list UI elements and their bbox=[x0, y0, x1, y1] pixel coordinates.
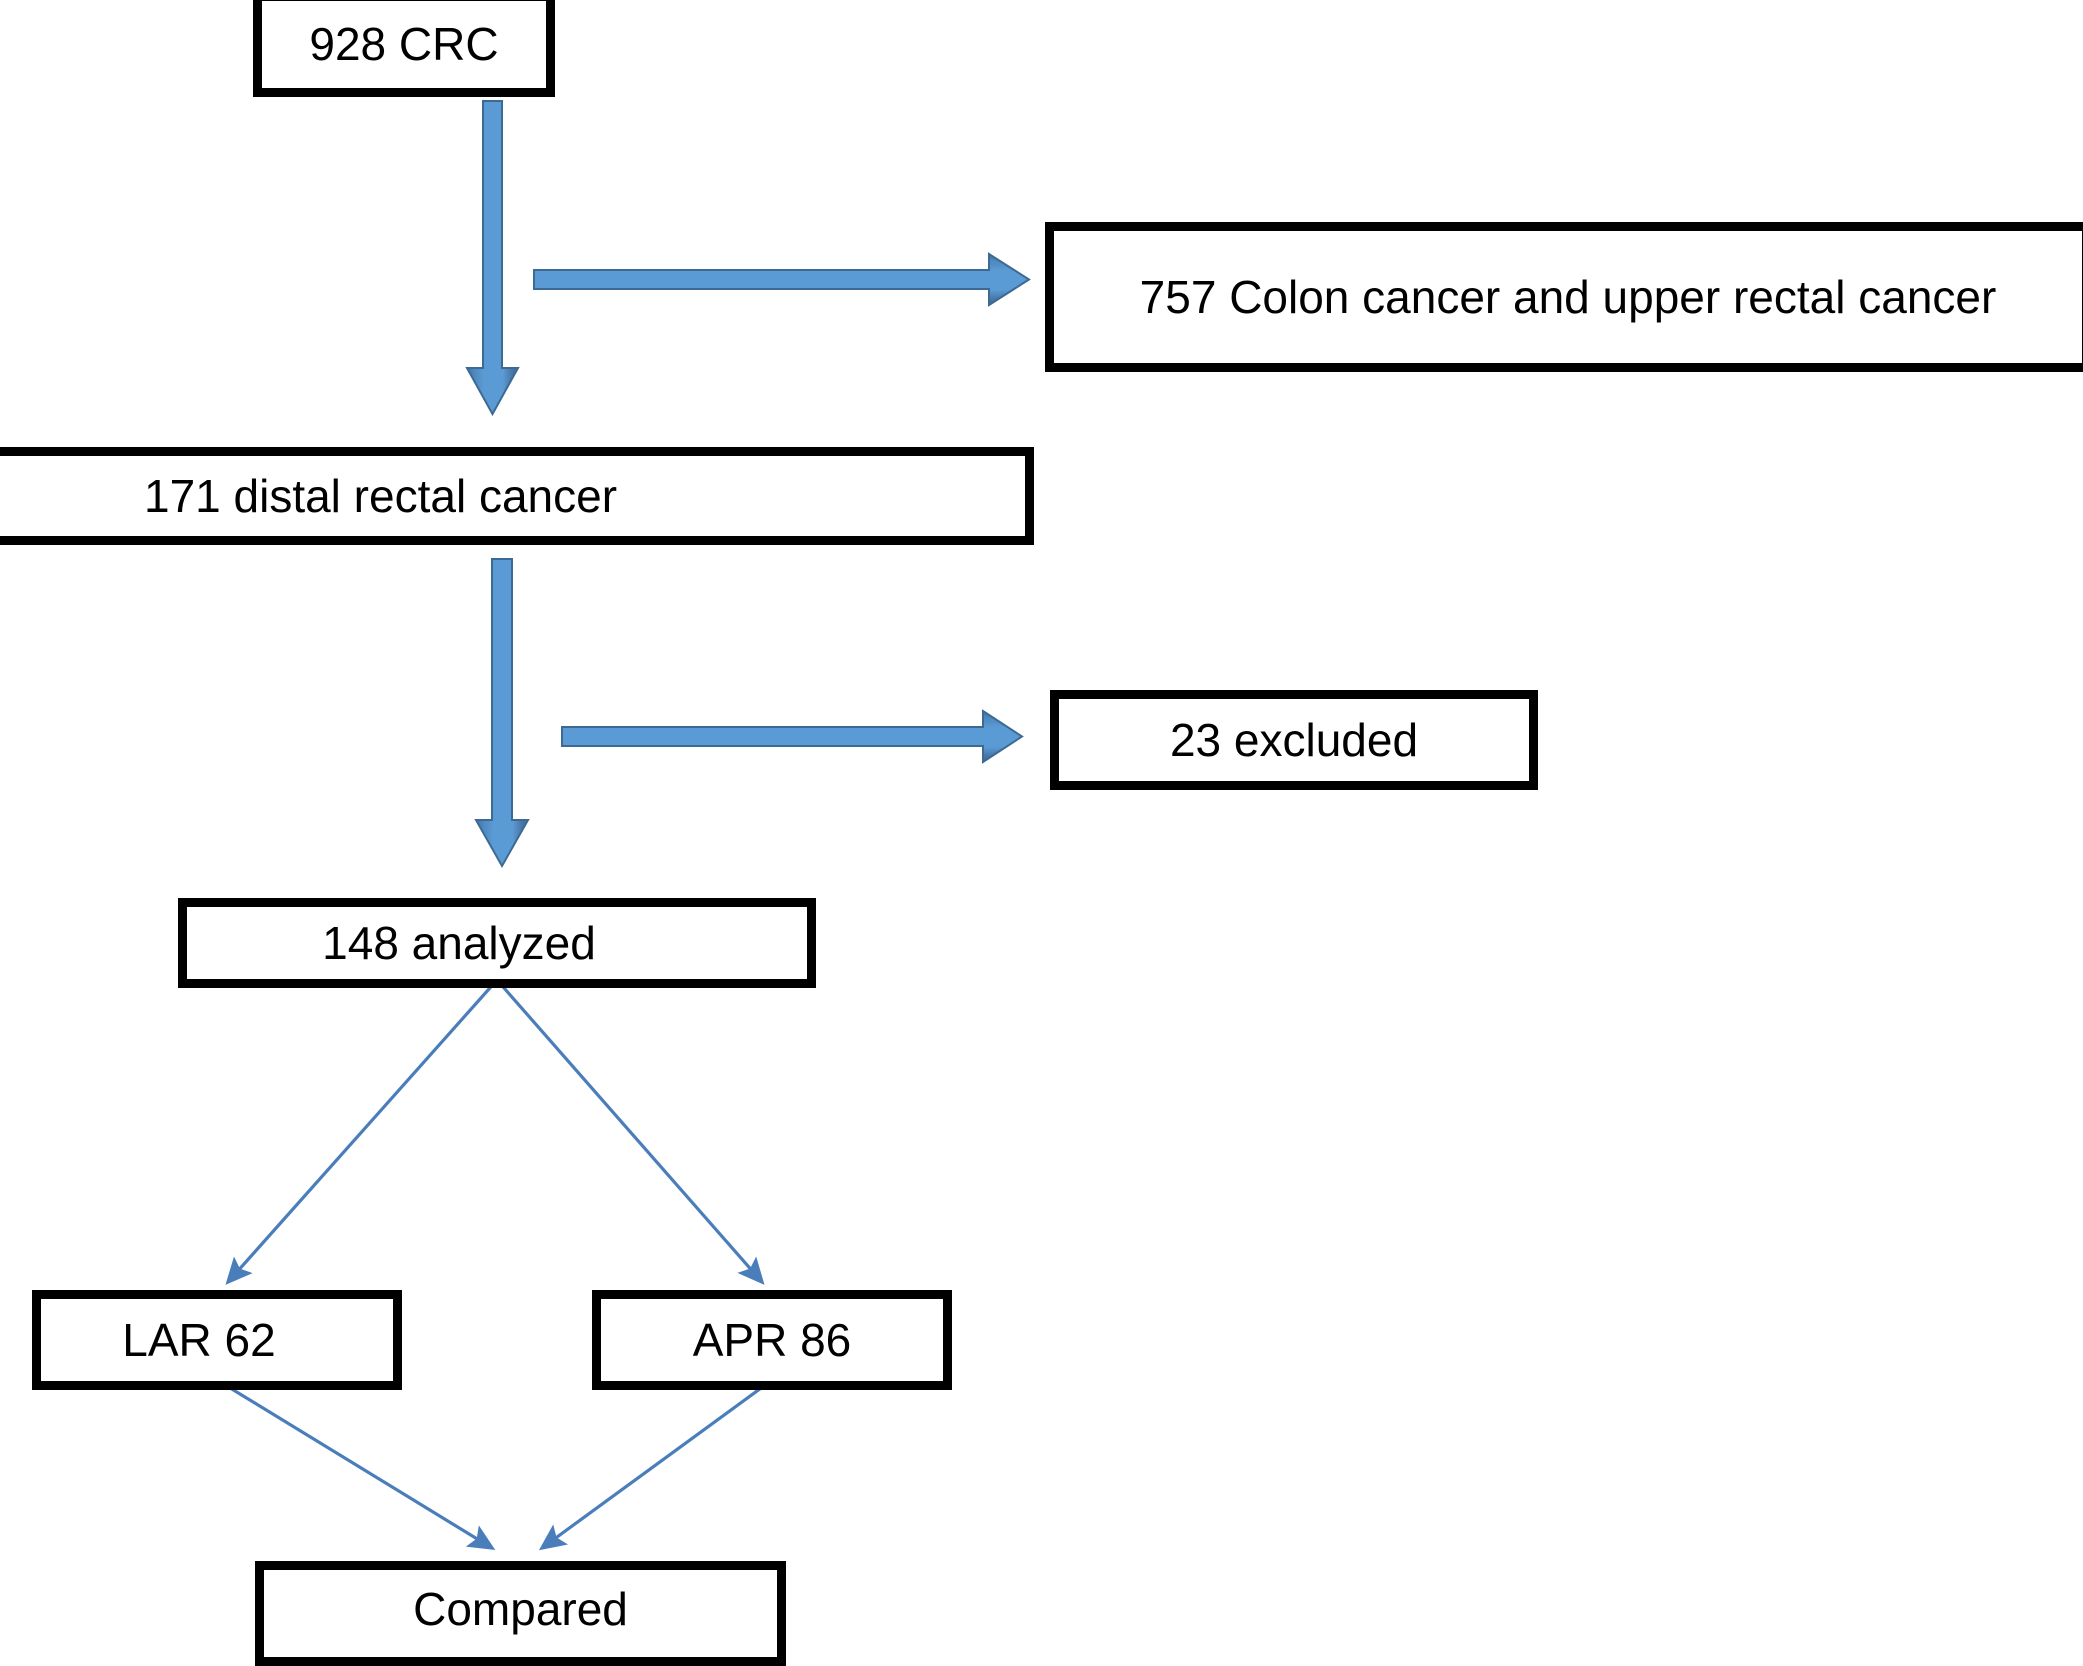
node-label-colon: 757 Colon cancer and upper rectal cancer bbox=[1139, 270, 1997, 323]
node-compared: Compared bbox=[255, 1561, 786, 1666]
node-label-apr: APR 86 bbox=[692, 1313, 852, 1366]
arrow-crc-to-colon bbox=[533, 252, 1031, 307]
node-928-crc: 928 CRC bbox=[253, 0, 555, 97]
node-label-crc: 928 CRC bbox=[309, 18, 499, 71]
node-label-distal: 171 distal rectal cancer bbox=[143, 469, 618, 522]
node-lar-62: LAR 62 bbox=[32, 1290, 402, 1390]
node-label-excluded: 23 excluded bbox=[1169, 713, 1419, 766]
node-171-distal-rectal-cancer: 171 distal rectal cancer bbox=[0, 447, 1034, 545]
node-23-excluded: 23 excluded bbox=[1050, 690, 1538, 790]
arrow-analyzed-to-apr bbox=[495, 978, 765, 1285]
node-label-compared: Compared bbox=[413, 1583, 628, 1636]
arrow-distal-to-analyzed bbox=[474, 558, 530, 869]
arrow-distal-to-excluded bbox=[561, 709, 1024, 764]
arrow-crc-to-distal bbox=[465, 100, 520, 417]
node-apr-86: APR 86 bbox=[592, 1290, 952, 1390]
node-148-analyzed: 148 analyzed bbox=[178, 898, 816, 988]
arrow-apr-to-compared bbox=[538, 1381, 769, 1551]
node-757-colon-cancer: 757 Colon cancer and upper rectal cancer bbox=[1045, 222, 2083, 372]
node-label-lar: LAR 62 bbox=[122, 1313, 276, 1366]
arrow-analyzed-to-lar bbox=[225, 978, 499, 1285]
arrow-lar-to-compared bbox=[221, 1381, 496, 1551]
node-label-analyzed: 148 analyzed bbox=[322, 916, 596, 969]
